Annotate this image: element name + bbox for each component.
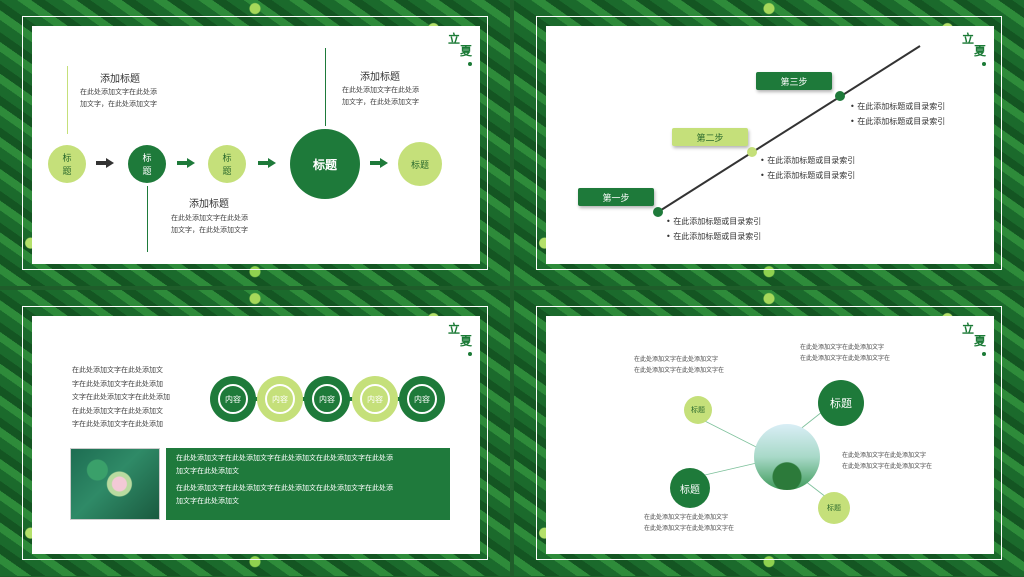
content-ring: 内容 (210, 376, 256, 422)
content-ring: 内容 (257, 376, 303, 422)
node-small: 标题 (684, 396, 712, 424)
node-small: 标题 (818, 492, 850, 524)
slide-frame (536, 16, 1002, 270)
node-circle: 标 题 (48, 145, 86, 183)
slide-4[interactable]: 立夏 标题 标题 标题 标题 在此处添加文字在此处添加文字在此处添加文字在此处添… (514, 290, 1024, 576)
node-text: 在此处添加文字在此处添加文字在此处添加文字在此处添加文字在 (800, 344, 891, 362)
slide-3[interactable]: 立夏 在此处添加文字在此处添加文字在此处添加文字在此处添加文字在此处添加文字在此… (0, 290, 510, 576)
slide-panel: 立夏 第一步 第二步 第三步 • 在此添加标题或目录索引 • 在此添加标题或目录… (546, 26, 994, 264)
slide-panel: 立夏 在此处添加文字在此处添加文字在此处添加文字在此处添加文字在此处添加文字在此… (32, 316, 480, 554)
text-box: 在此处添加文字在此处添加文字在此处添加文在此处添加文字在此处添加文字在此处添加文… (166, 448, 450, 520)
slide-frame (22, 306, 488, 560)
bullet-item: • 在此添加标题或目录索引 (760, 171, 856, 180)
slide-frame (536, 306, 1002, 560)
timeline-line (653, 45, 921, 217)
slide-frame (22, 16, 488, 270)
slide-panel: 立夏 添加标题 在此处添加文字在此处添 加文字，在此处添加文字 标 题 标 题 … (32, 26, 480, 264)
connector-line (325, 48, 326, 126)
step-label-1: 第一步 (578, 188, 654, 206)
block-title: 添加标题 (360, 72, 400, 83)
arrow-icon (258, 158, 276, 168)
bullet-item: • 在此添加标题或目录索引 (850, 102, 946, 111)
slide-2[interactable]: 立夏 第一步 第二步 第三步 • 在此添加标题或目录索引 • 在此添加标题或目录… (514, 0, 1024, 286)
step-label-2: 第二步 (672, 128, 748, 146)
block-text: 加文字，在此处添加文字 (80, 100, 157, 108)
node-large: 标题 (818, 380, 864, 426)
block-title: 添加标题 (189, 199, 229, 210)
content-ring: 内容 (352, 376, 398, 422)
slide-panel: 立夏 标题 标题 标题 标题 在此处添加文字在此处添加文字在此处添加文字在此处添… (546, 316, 994, 554)
node-circle-main: 标题 (290, 129, 360, 199)
node-circle: 标题 (398, 142, 442, 186)
node-text: 在此处添加文字在此处添加文字在此处添加文字在此处添加文字在 (644, 514, 735, 532)
logo: 立夏 (448, 30, 476, 70)
node-large: 标题 (670, 468, 710, 508)
slide-1[interactable]: 立夏 添加标题 在此处添加文字在此处添 加文字，在此处添加文字 标 题 标 题 … (0, 0, 510, 286)
arrow-icon (370, 158, 388, 168)
bullet-item: • 在此添加标题或目录索引 (760, 156, 856, 165)
connector-line (147, 186, 148, 252)
logo: 立夏 (962, 320, 990, 360)
connector-line (67, 66, 68, 134)
block-text: 在此处添加文字在此处添 (342, 86, 419, 94)
content-ring: 内容 (304, 376, 350, 422)
node-text: 在此处添加文字在此处添加文字在此处添加文字在此处添加文字在 (842, 452, 933, 470)
step-label-3: 第三步 (756, 72, 832, 90)
girl-illustration (754, 424, 820, 490)
node-circle: 标 题 (208, 145, 246, 183)
logo: 立夏 (962, 30, 990, 70)
paragraph: 在此处添加文字在此处添加文字在此处添加文字在此处添加文字在此处添加文字在此处添加… (72, 366, 170, 428)
arrow-icon (177, 158, 195, 168)
block-text: 在此处添加文字在此处添 (171, 214, 248, 222)
block-text: 加文字，在此处添加文字 (171, 226, 248, 234)
arrow-icon (96, 158, 114, 168)
node-text: 在此处添加文字在此处添加文字在此处添加文字在此处添加文字在 (634, 356, 725, 374)
lotus-pond-image (70, 448, 160, 520)
node-circle: 标 题 (128, 145, 166, 183)
logo: 立夏 (448, 320, 476, 360)
block-text: 在此处添加文字在此处添 (80, 88, 157, 96)
bullet-item: • 在此添加标题或目录索引 (666, 232, 762, 241)
block-text: 加文字，在此处添加文字 (342, 98, 419, 106)
bullet-item: • 在此添加标题或目录索引 (850, 117, 946, 126)
content-ring: 内容 (399, 376, 445, 422)
bullet-item: • 在此添加标题或目录索引 (666, 217, 762, 226)
block-title: 添加标题 (100, 74, 140, 85)
